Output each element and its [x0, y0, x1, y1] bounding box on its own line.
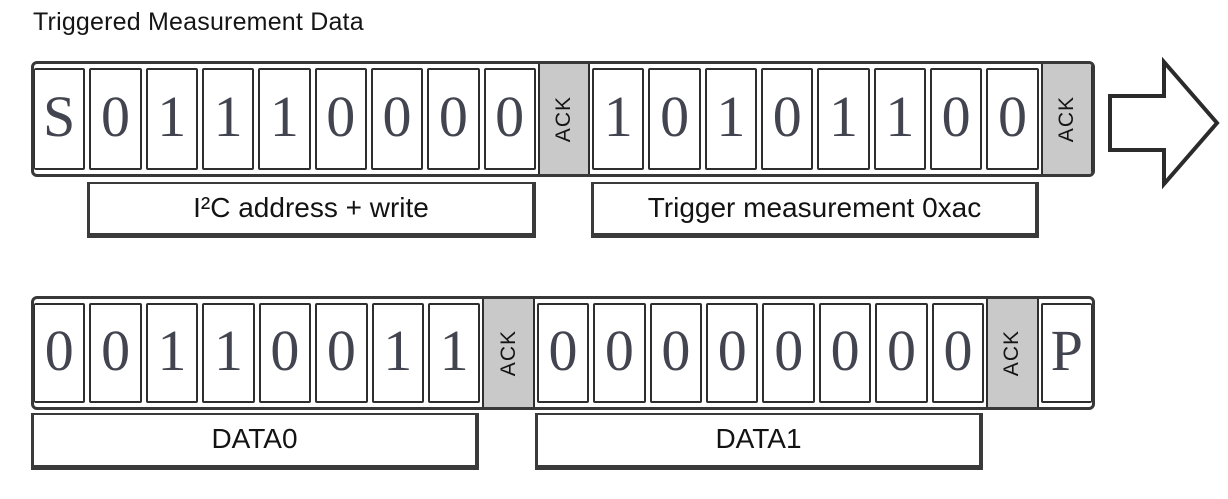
bit-cell: 1	[202, 303, 255, 403]
diagram-title: Triggered Measurement Data	[33, 8, 364, 36]
cell-value: 0	[717, 318, 747, 383]
ack-label: ACK	[551, 95, 575, 143]
bit-cell: 0	[986, 68, 1039, 170]
bit-cell: 0	[762, 303, 815, 403]
ack-cell: ACK	[482, 299, 535, 407]
bit-cell: 1	[817, 68, 870, 170]
bit-cell: 1	[145, 303, 199, 403]
cell-value: 1	[885, 84, 915, 149]
cell-value: 1	[383, 318, 413, 383]
cell-value: 0	[382, 84, 412, 149]
bit-cell: 0	[875, 303, 928, 403]
bracket-trigger-measurement: Trigger measurement 0xac	[591, 182, 1039, 238]
cell-value: 0	[438, 84, 468, 149]
start-condition-cell: S	[34, 68, 86, 170]
bit-cell: 1	[201, 68, 255, 170]
cell-value: 1	[213, 84, 243, 149]
cell-value: 1	[829, 84, 859, 149]
cell-value: P	[1050, 318, 1083, 383]
cell-value: 0	[941, 84, 971, 149]
bit-cell: 1	[145, 68, 198, 170]
cell-value: 0	[830, 318, 860, 383]
cell-value: 0	[44, 318, 74, 383]
bit-cell: 0	[370, 68, 424, 170]
bracket-data0: DATA0	[31, 413, 479, 470]
cell-value: 0	[548, 318, 578, 383]
bit-cell: 0	[315, 303, 368, 403]
cell-value: 1	[716, 84, 746, 149]
bit-cell: 0	[314, 68, 367, 170]
cell-value: 1	[269, 84, 299, 149]
cell-value: 0	[772, 84, 802, 149]
bit-cell: 1	[592, 68, 645, 170]
bit-cell: 0	[483, 68, 536, 170]
ack-cell: ACK	[537, 64, 591, 174]
cell-value: 1	[603, 84, 633, 149]
bracket-label: Trigger measurement 0xac	[647, 191, 982, 223]
ack-label: ACK	[1054, 95, 1078, 143]
ack-cell: ACK	[1040, 64, 1092, 174]
bit-cell: 0	[536, 303, 590, 403]
bracket-label: DATA1	[715, 423, 802, 454]
bit-cell: 0	[34, 303, 86, 403]
bracket-i2c-address-write: I²C address + write	[87, 182, 536, 238]
bit-cell: 0	[931, 303, 985, 403]
bit-cell: 0	[706, 303, 759, 403]
cell-value: 0	[660, 84, 690, 149]
stop-condition-cell: P	[1040, 303, 1092, 403]
bit-cell: 0	[930, 68, 983, 170]
ack-label: ACK	[496, 329, 520, 377]
cell-value: 0	[326, 318, 356, 383]
bit-cell: 1	[873, 68, 926, 170]
cell-value: 0	[887, 318, 917, 383]
cell-value: 0	[997, 84, 1027, 149]
bit-cell: 1	[704, 68, 758, 170]
cell-value: 0	[661, 318, 691, 383]
cell-value: 1	[439, 318, 469, 383]
bit-cell: 0	[593, 303, 646, 403]
bit-cell: 1	[258, 68, 311, 170]
cell-value: 0	[326, 84, 356, 149]
cell-value: S	[43, 84, 76, 149]
bit-cell: 1	[371, 303, 424, 403]
bit-cell: 0	[258, 303, 312, 403]
cell-value: 0	[270, 318, 300, 383]
bracket-label: I²C address + write	[193, 191, 429, 223]
cell-value: 1	[213, 318, 243, 383]
cell-value: 0	[943, 318, 973, 383]
bit-cell: 0	[818, 303, 872, 403]
ack-cell: ACK	[986, 299, 1039, 407]
bit-cell: 0	[427, 68, 480, 170]
cell-value: 1	[157, 84, 187, 149]
bit-cell: 0	[761, 68, 814, 170]
cell-value: 0	[101, 318, 131, 383]
cell-value: 0	[100, 84, 130, 149]
cell-value: 0	[604, 318, 634, 383]
cell-value: 0	[495, 84, 525, 149]
continuation-arrow-icon	[1108, 57, 1220, 189]
bracket-label: DATA0	[211, 423, 298, 454]
bit-cell: 0	[649, 303, 703, 403]
ack-label: ACK	[1000, 329, 1024, 377]
bit-cell: 0	[89, 303, 142, 403]
bit-cell: 0	[648, 68, 701, 170]
bit-cell: 1	[427, 303, 481, 403]
cell-value: 0	[774, 318, 804, 383]
cell-value: 1	[157, 318, 187, 383]
bit-cell: 0	[89, 68, 142, 170]
bracket-data1: DATA1	[535, 413, 983, 470]
